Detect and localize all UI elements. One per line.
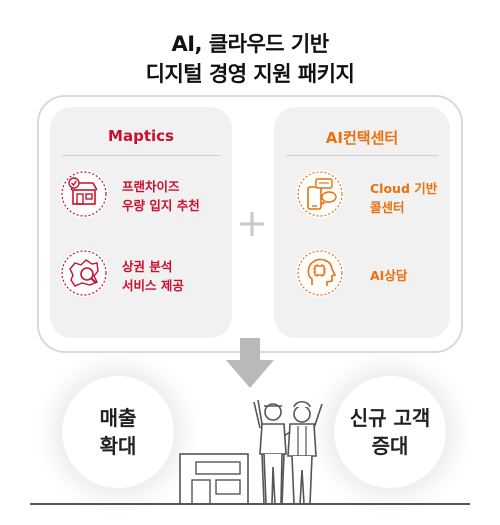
phone-chat-icon [296,170,344,218]
map-search-icon [60,249,108,297]
sales-increase-text: 매출 확대 [99,406,137,458]
ground-line [30,503,470,505]
ai-contact-center-divider [286,155,438,156]
store-check-icon [60,170,108,218]
ai-contact-center-heading: AI컨택센터 [325,129,399,147]
store-workers-illustration [150,392,350,511]
ai-item-2-line-1: AI상담 [370,268,408,283]
maptics-item-2-line-1: 상권 분석 [122,259,173,274]
maptics-item-2-line-2: 서비스 제공 [122,278,184,293]
title-line-2: 디지털 경영 지원 패키지 [145,62,355,86]
sales-increase-bubble: 매출 확대 [62,376,174,488]
maptics-panel: Maptics 프랜차이즈 우량 입지 추천 상권 분석 서비스 제공 [50,107,232,338]
ai-head-icon [296,249,344,297]
new-customer-bubble: 신규 고객 증대 [334,376,446,488]
maptics-heading: Maptics [108,127,174,145]
ai-item-1-line-2: 콜센터 [370,200,405,215]
new-customer-text: 신규 고객 증대 [349,406,431,458]
maptics-divider [62,155,220,156]
title-line-1: AI, 클라우드 기반 [171,32,329,56]
maptics-item-1-line-2: 우량 입지 추천 [122,198,200,213]
maptics-item-1-line-1: 프랜차이즈 [122,179,180,194]
down-arrow-icon [226,338,274,394]
plus-symbol: + [236,201,268,245]
ai-contact-center-panel: AI컨택센터 Cloud 기반 콜센터 AI상담 [274,107,450,338]
ai-item-1-line-1: Cloud 기반 [370,181,438,196]
